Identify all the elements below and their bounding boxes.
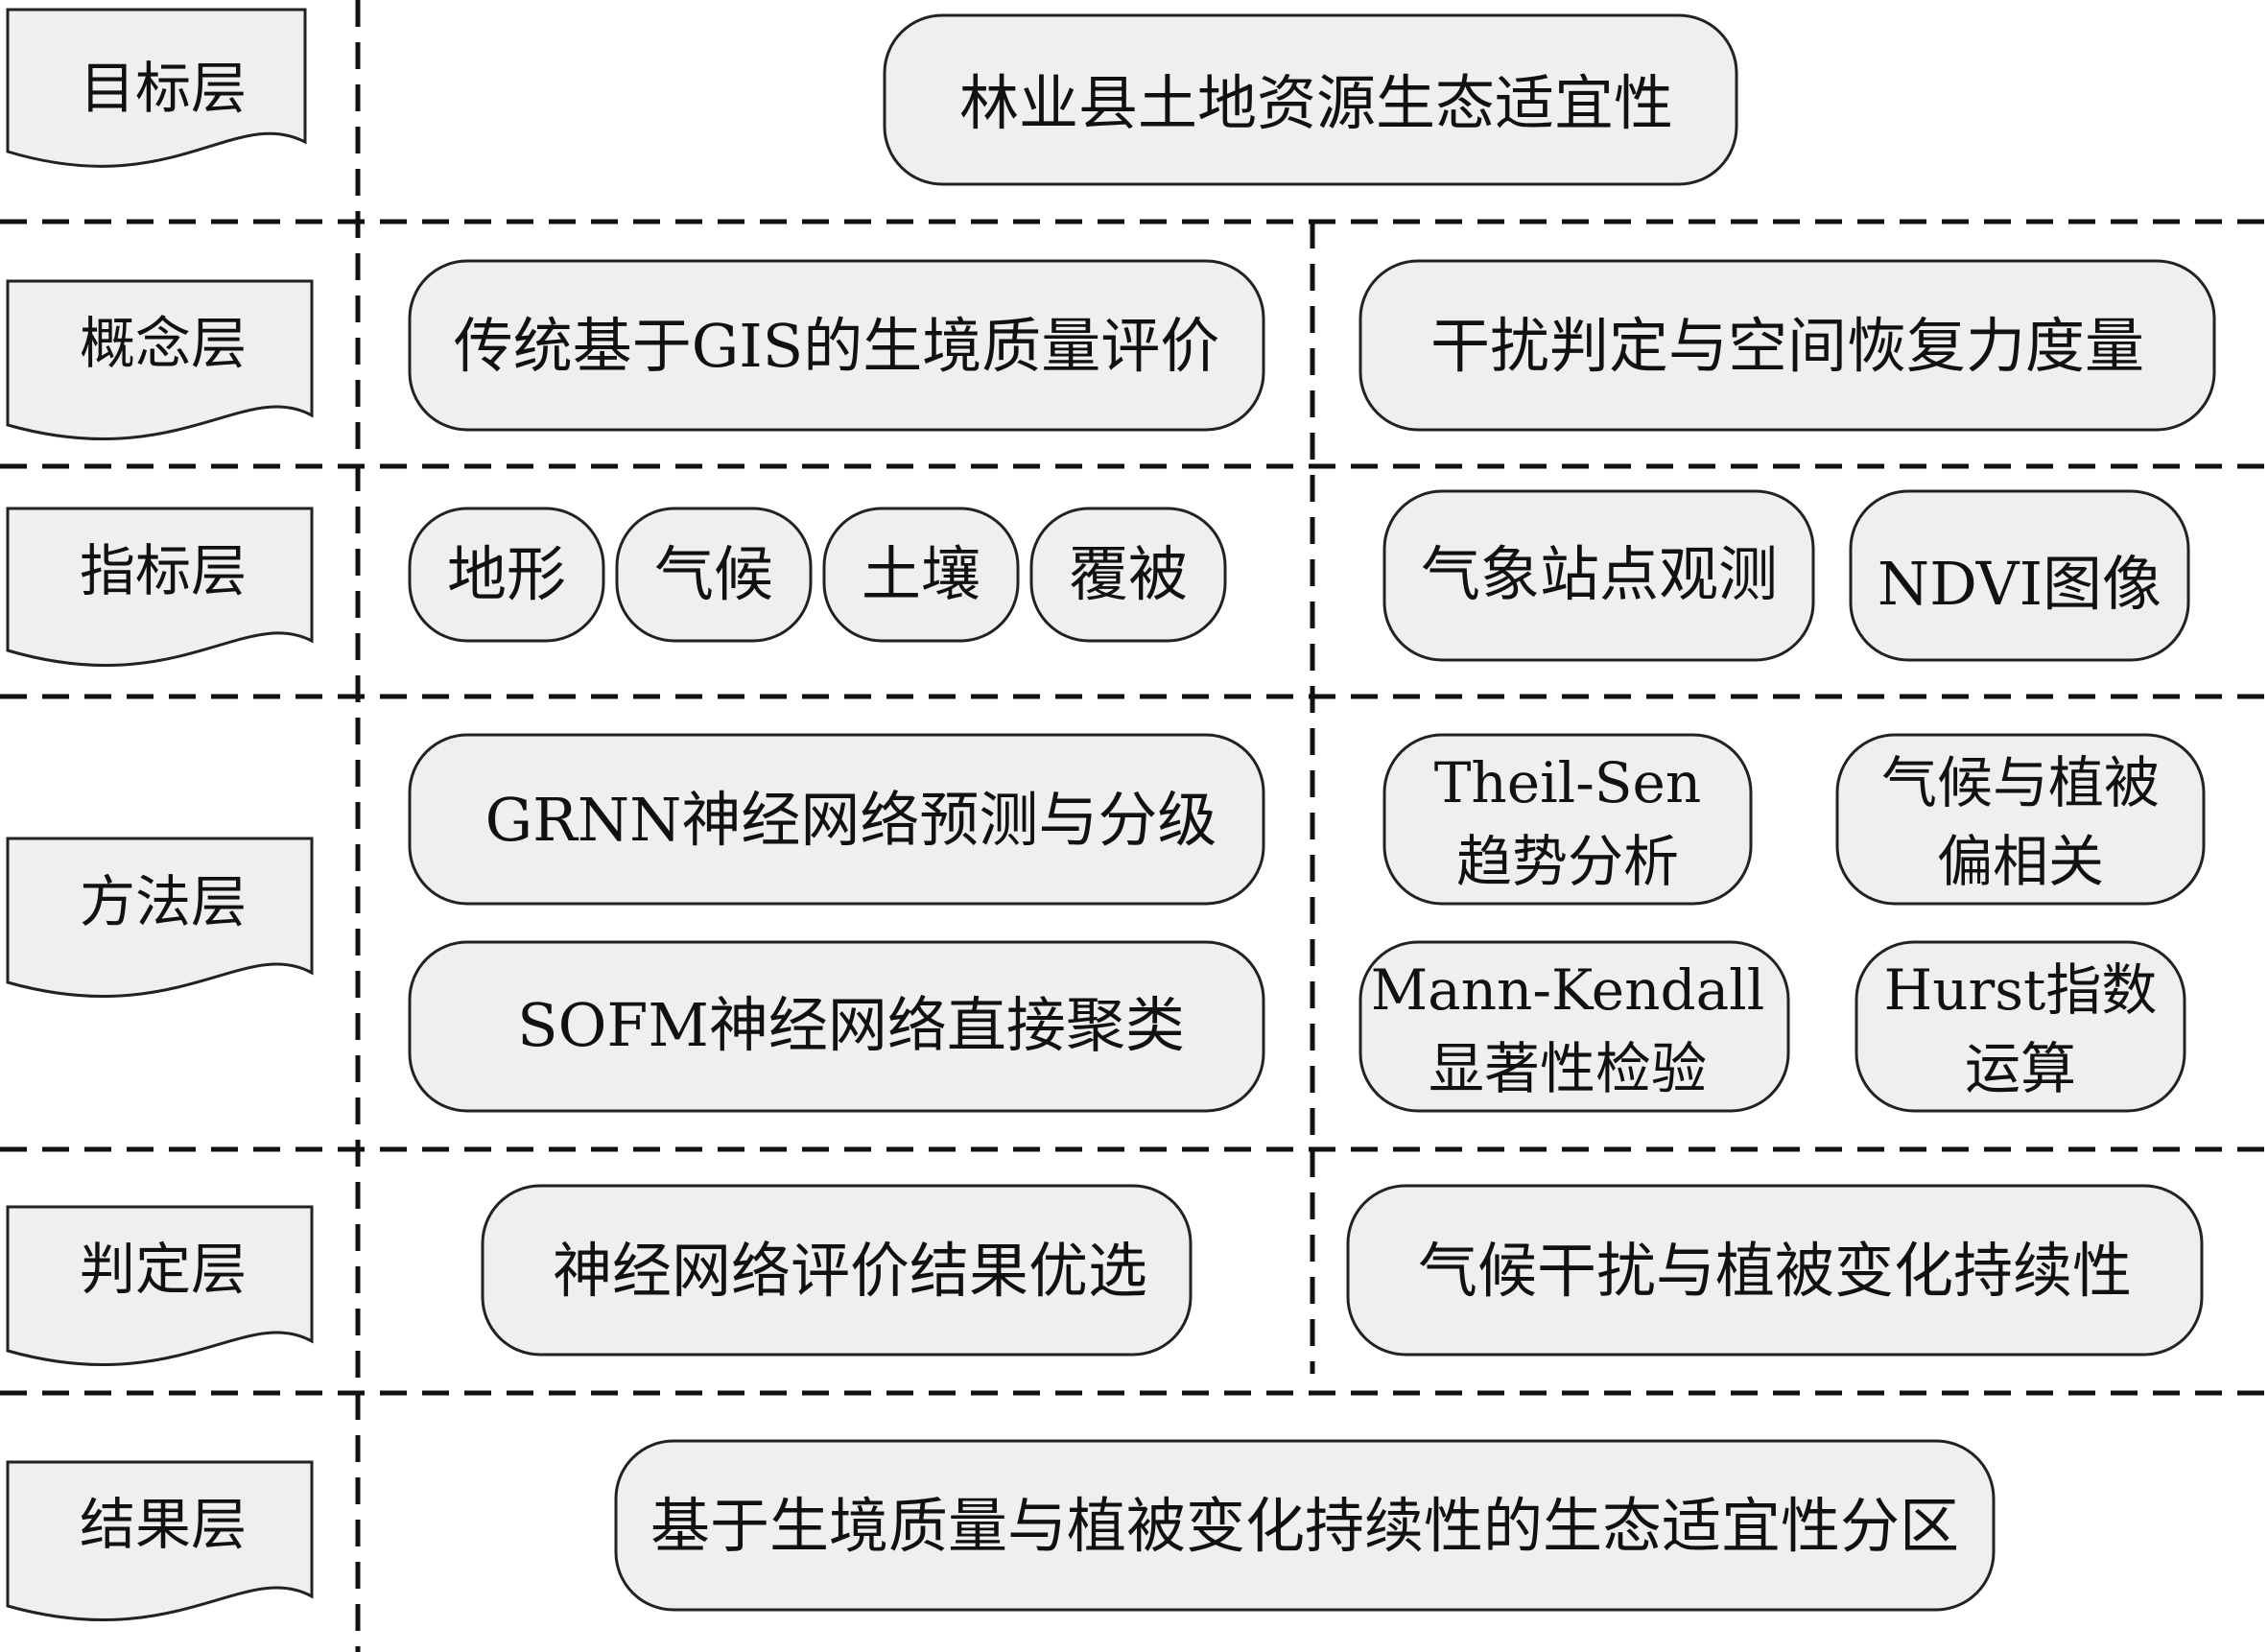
indicator-cover-box: 覆被 — [1029, 507, 1227, 643]
layer-flag-goal: 目标层 — [6, 8, 307, 168]
result-box: 基于生境质量与植被变化持续性的生态适宜性分区 — [614, 1439, 1996, 1612]
indicator-station-text: 气象站点观测 — [1421, 539, 1778, 609]
indicator-cover-text: 覆被 — [1069, 539, 1188, 609]
method-mann-kendall-line2: 显著性检验 — [1429, 1036, 1707, 1101]
layer-flag-concept: 概念层 — [6, 279, 314, 441]
judgment-right-text: 气候干扰与植被变化持续性 — [1418, 1236, 2132, 1306]
indicator-terrain-text: 地形 — [447, 539, 566, 609]
judgment-left-text: 神经网络评价结果优选 — [553, 1236, 1147, 1306]
method-mann-kendall-box: Mann-Kendall 显著性检验 — [1358, 940, 1790, 1113]
goal-box: 林业县土地资源生态适宜性 — [883, 13, 1738, 186]
method-hurst-box: Hurst指数 运算 — [1855, 940, 2186, 1113]
method-theil-sen-line1: Theil-Sen — [1434, 750, 1701, 815]
layer-label-method: 方法层 — [80, 869, 247, 934]
method-hurst-line2: 运算 — [1965, 1036, 2076, 1101]
method-theil-sen-line2: 趋势分析 — [1456, 829, 1679, 894]
method-grnn-box: GRNN神经网络预测与分级 — [408, 733, 1265, 906]
concept-left-box: 传统基于GIS的生境质量评价 — [408, 259, 1265, 432]
method-partial-corr-line1: 气候与植被 — [1881, 750, 2160, 815]
indicator-terrain-box: 地形 — [408, 507, 605, 643]
indicator-ndvi-text: NDVI图像 — [1878, 549, 2162, 619]
method-sofm-box: SOFM神经网络直接聚类 — [408, 940, 1265, 1113]
concept-right-box: 干扰判定与空间恢复力度量 — [1358, 259, 2216, 432]
method-hurst-line1: Hurst指数 — [1884, 957, 2158, 1023]
concept-left-text: 传统基于GIS的生境质量评价 — [454, 311, 1220, 381]
layer-flag-judgment: 判定层 — [6, 1205, 314, 1367]
result-text: 基于生境质量与植被变化持续性的生态适宜性分区 — [650, 1491, 1959, 1561]
layer-flag-indicator: 指标层 — [6, 507, 314, 667]
method-sofm-text: SOFM神经网络直接聚类 — [517, 990, 1185, 1060]
method-partial-corr-line2: 偏相关 — [1937, 829, 2104, 894]
layer-flag-result: 结果层 — [6, 1460, 314, 1622]
indicator-climate-text: 气候 — [654, 539, 773, 609]
layer-label-result: 结果层 — [80, 1492, 247, 1557]
method-grnn-text: GRNN神经网络预测与分级 — [485, 785, 1217, 855]
layer-label-goal: 目标层 — [80, 56, 247, 121]
judgment-right-box: 气候干扰与植被变化持续性 — [1346, 1184, 2204, 1357]
layer-label-indicator: 指标层 — [80, 538, 247, 603]
indicator-station-box: 气象站点观测 — [1382, 489, 1815, 662]
indicator-soil-text: 土壤 — [862, 539, 980, 609]
indicator-climate-box: 气候 — [615, 507, 813, 643]
layer-labels: 目标层 概念层 指标层 方法层 判定层 结果层 — [6, 8, 314, 1622]
judgment-left-box: 神经网络评价结果优选 — [481, 1184, 1193, 1357]
indicator-ndvi-box: NDVI图像 — [1849, 489, 2190, 662]
layer-label-judgment: 判定层 — [80, 1237, 247, 1302]
layer-label-concept: 概念层 — [80, 311, 247, 376]
goal-text: 林业县土地资源生态适宜性 — [959, 68, 1673, 138]
method-partial-corr-box: 气候与植被 偏相关 — [1835, 733, 2206, 906]
method-mann-kendall-line1: Mann-Kendall — [1371, 957, 1765, 1023]
indicator-soil-box: 土壤 — [822, 507, 1020, 643]
layer-flag-method: 方法层 — [6, 837, 314, 999]
concept-right-text: 干扰判定与空间恢复力度量 — [1430, 311, 2144, 381]
method-theil-sen-box: Theil-Sen 趋势分析 — [1382, 733, 1753, 906]
